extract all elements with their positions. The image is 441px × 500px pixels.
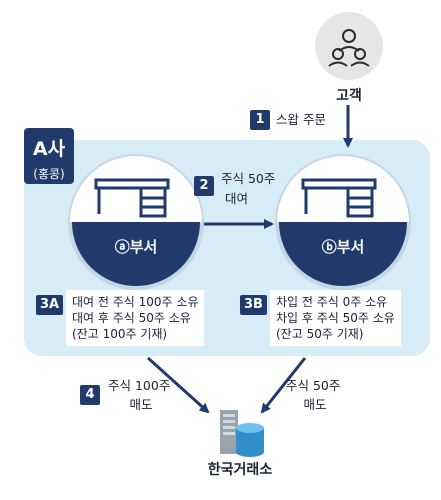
- step-4-badge: 4: [80, 385, 100, 405]
- customer-group-icon: [315, 12, 383, 80]
- department-a-label: ⓐ부서: [114, 238, 158, 256]
- sell-b-line2: 매도: [303, 397, 327, 412]
- exchange-label: 한국거래소: [207, 462, 273, 478]
- step-2-line1: 주식 50주: [221, 171, 276, 186]
- department-a-circle: [68, 154, 204, 290]
- desk-icon-a: [94, 178, 170, 218]
- customer-label: 고객: [336, 88, 362, 104]
- step-3a-badge: 3A: [36, 295, 63, 315]
- department-b-circle: [275, 154, 411, 290]
- exchange-server-icon: [220, 410, 264, 457]
- step-3a-line: (잔고 100주 기재): [72, 327, 168, 341]
- desk-icon-b: [301, 178, 377, 218]
- company-tag: A사 (홍콩): [24, 128, 74, 184]
- department-b-label: ⓑ부서: [321, 238, 365, 256]
- step-4-line2: 매도: [129, 397, 153, 412]
- step-3b-badge: 3B: [240, 295, 267, 315]
- arrow-a-to-exchange: [146, 356, 210, 414]
- step-3a-line: 대여 후 주식 50주 소유: [72, 311, 191, 325]
- step-1-label: 스왑 주문: [276, 112, 326, 127]
- step-1-badge: 1: [250, 110, 270, 130]
- step-2-badge: 2: [194, 176, 214, 196]
- company-region-label: (홍콩): [33, 167, 65, 181]
- step-3a-note: 대여 전 주식 100주 소유 대여 후 주식 50주 소유 (잔고 100주 …: [66, 290, 205, 346]
- step-2-line2: 대여: [225, 191, 249, 206]
- step-4-line1: 주식 100주: [108, 378, 171, 393]
- step-3b-line: 차입 후 주식 50주 소유: [276, 311, 395, 325]
- step-3b-line: (잔고 50주 기재): [276, 327, 364, 341]
- step-3b-line: 차입 전 주식 0주 소유: [276, 295, 388, 309]
- arrow-b-to-exchange: [260, 357, 307, 414]
- sell-b-line1: 주식 50주: [286, 378, 341, 393]
- step-3a-line: 대여 전 주식 100주 소유: [72, 295, 199, 309]
- company-name: A사: [32, 138, 66, 160]
- step-3b-note: 차입 전 주식 0주 소유 차입 후 주식 50주 소유 (잔고 50주 기재): [270, 290, 401, 346]
